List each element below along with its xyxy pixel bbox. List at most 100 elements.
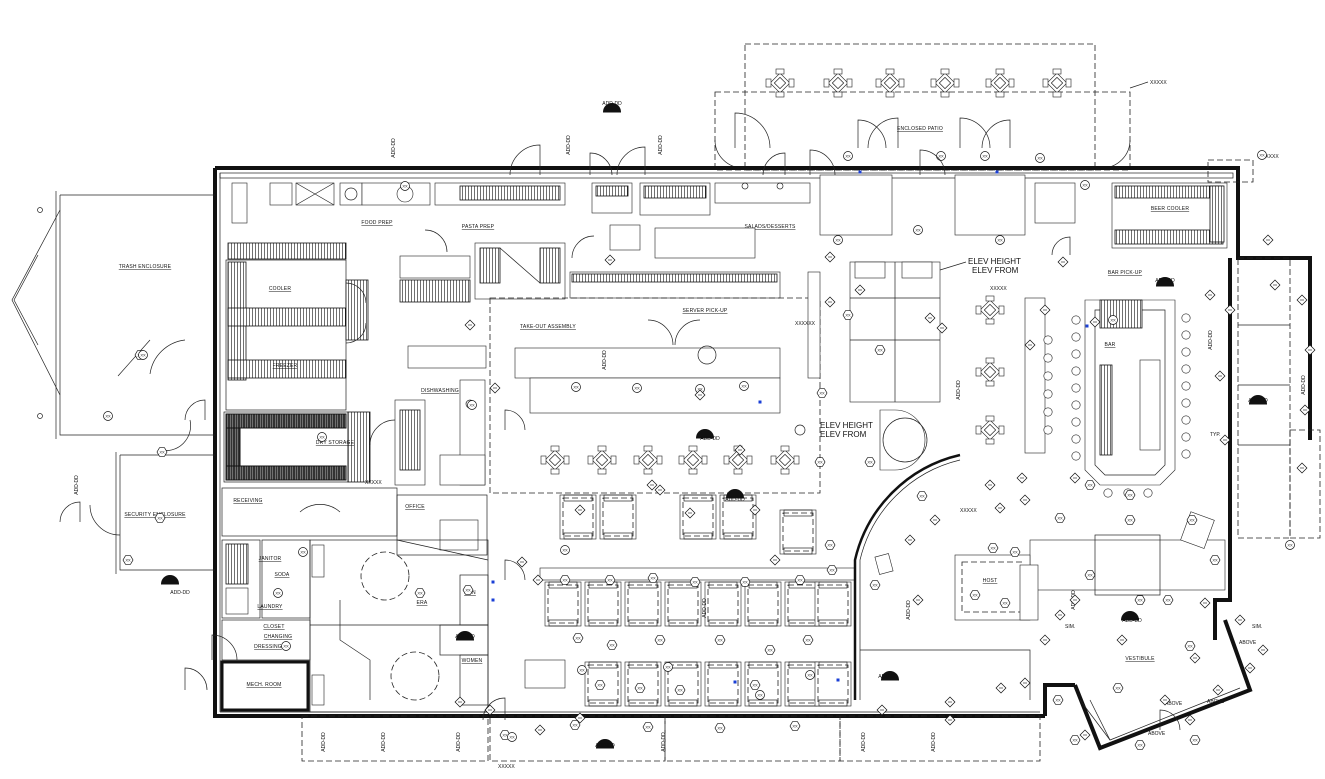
- label-above-4: ABOVE: [1239, 640, 1257, 646]
- door-marker: [758, 400, 762, 404]
- label-women: WOMEN: [462, 658, 483, 664]
- fixture-tag: [1084, 480, 1096, 490]
- vtag-5: ADD-DD: [956, 380, 962, 400]
- label-elev-height-top: ELEV HEIGHT: [968, 257, 1021, 266]
- label-enclosed-patio: ENCLOSED PATIO: [897, 126, 943, 132]
- door-swing: [959, 117, 991, 149]
- fixture-tag: [654, 635, 666, 645]
- patio-table: [930, 68, 960, 98]
- vtag-10: ADD-DD: [381, 732, 387, 752]
- label-elev-from-top: ELEV FROM: [972, 266, 1019, 275]
- equipment-tag: [805, 670, 815, 680]
- label-above-3: ABOVE: [1207, 699, 1225, 705]
- vtag-14: ADD-DD: [931, 732, 937, 752]
- fixture-tag: [816, 388, 828, 398]
- equipment-tag: [281, 641, 291, 651]
- fixture-tag: [1134, 595, 1146, 605]
- door-swing: [867, 117, 899, 149]
- equipment-tag: [1080, 180, 1090, 190]
- tag-xxxxx-center: XXXXX: [960, 508, 977, 514]
- fixture-tag: [1069, 735, 1081, 745]
- equipment-tag: [571, 382, 581, 392]
- label-receiving: RECEIVING: [233, 498, 262, 504]
- finish-marker: [994, 502, 1006, 514]
- label-host: HOST: [983, 578, 998, 584]
- fixture-tag: [1134, 740, 1146, 750]
- equipment-tag: [1035, 153, 1045, 163]
- label-janitor: JANITOR: [259, 556, 282, 562]
- bar-stool: [1043, 353, 1053, 363]
- vtag-4: ADD-DD: [74, 475, 80, 495]
- label-dressing: DRESSING: [254, 644, 282, 650]
- bar-stool: [1103, 488, 1113, 498]
- dining-center: TAKE-OUT ASSEMBLY SERVER PICK-UP ELEV HE…: [489, 271, 1031, 707]
- equipment-tag: [980, 151, 990, 161]
- fixture-tag: [789, 721, 801, 731]
- equipment-tag: [833, 235, 843, 245]
- patio-table: [875, 68, 905, 98]
- label-security-enclosure: SECURITY ENCLOSURE: [124, 512, 186, 518]
- label-sim-2: SIM.: [1252, 624, 1262, 630]
- equipment-tag: [298, 547, 308, 557]
- equipment-tag: [1108, 315, 1118, 325]
- back-of-house: RECEIVING OFFICE JANITOR SODA LAUNDRY CL…: [220, 487, 489, 713]
- door-swing: [211, 634, 238, 661]
- equipment-tag: [138, 350, 148, 360]
- vtag-3: ADD-DD: [658, 135, 664, 155]
- finish-marker: [1244, 662, 1256, 674]
- label-changing: CHANGING: [264, 634, 293, 640]
- fixture-tag: [1054, 513, 1066, 523]
- finish-marker: [824, 296, 836, 308]
- fixture-tag: [674, 685, 686, 695]
- fixture-tag: [1084, 570, 1096, 580]
- finish-marker: [929, 514, 941, 526]
- label-dishwashing: DISHWASHING: [421, 388, 459, 394]
- equipment-tag: [739, 381, 749, 391]
- equipment-tag: [1285, 540, 1295, 550]
- finish-marker: [1204, 289, 1216, 301]
- label-elev-from-center: ELEV FROM: [820, 430, 867, 439]
- door-swing: [504, 559, 526, 581]
- equipment-tag: [995, 235, 1005, 245]
- fixture-tag: [916, 491, 928, 501]
- bar-stool: [1071, 349, 1081, 359]
- fixture-tag: [739, 577, 751, 587]
- fixture-tag: [572, 633, 584, 643]
- finish-marker: [489, 382, 501, 394]
- fixture-tag: [824, 540, 836, 550]
- door-marker: [995, 170, 999, 174]
- door-swing: [482, 697, 506, 721]
- entry: HOST VESTIBULE SIM. SIM. ABOVE ABOVE ABO…: [954, 511, 1262, 741]
- booth-seat: [779, 509, 817, 555]
- door-swing: [184, 399, 206, 421]
- finish-marker: [769, 554, 781, 566]
- hightop-table: [975, 415, 1005, 445]
- booth-seat: [814, 581, 852, 627]
- bar-stool: [1181, 330, 1191, 340]
- booth-seat: [679, 494, 717, 540]
- tag-xxxxx-dry: XXXXX: [365, 480, 382, 486]
- fixture-tag: [794, 575, 806, 585]
- patio-table: [765, 68, 795, 98]
- label-beer-cooler: BEER COOLER: [1151, 206, 1190, 212]
- bar-stool: [1181, 381, 1191, 391]
- label-cooler: COOLER: [269, 286, 292, 292]
- label-server-pick-up: SERVER PICK-UP: [683, 308, 728, 314]
- finish-marker: [1257, 644, 1269, 656]
- fixture-tag: [462, 585, 474, 595]
- label-bar-pick-up: BAR PICK-UP: [1108, 270, 1143, 276]
- label-above-2: ABOVE: [1148, 731, 1166, 737]
- equipment-tag: [936, 151, 946, 161]
- fixture-tag: [689, 577, 701, 587]
- vtag-2: ADD-DD: [566, 135, 572, 155]
- fixture-tag: [1184, 641, 1196, 651]
- fixture-tag: [569, 720, 581, 730]
- bar-stool: [1181, 347, 1191, 357]
- finish-marker: [912, 594, 924, 606]
- fixture-tag: [969, 590, 981, 600]
- tag-add-dd-left: ADD-DD: [170, 590, 190, 596]
- door-swing: [504, 409, 526, 431]
- fixture-tag: [814, 457, 826, 467]
- fixture-tag: [1124, 515, 1136, 525]
